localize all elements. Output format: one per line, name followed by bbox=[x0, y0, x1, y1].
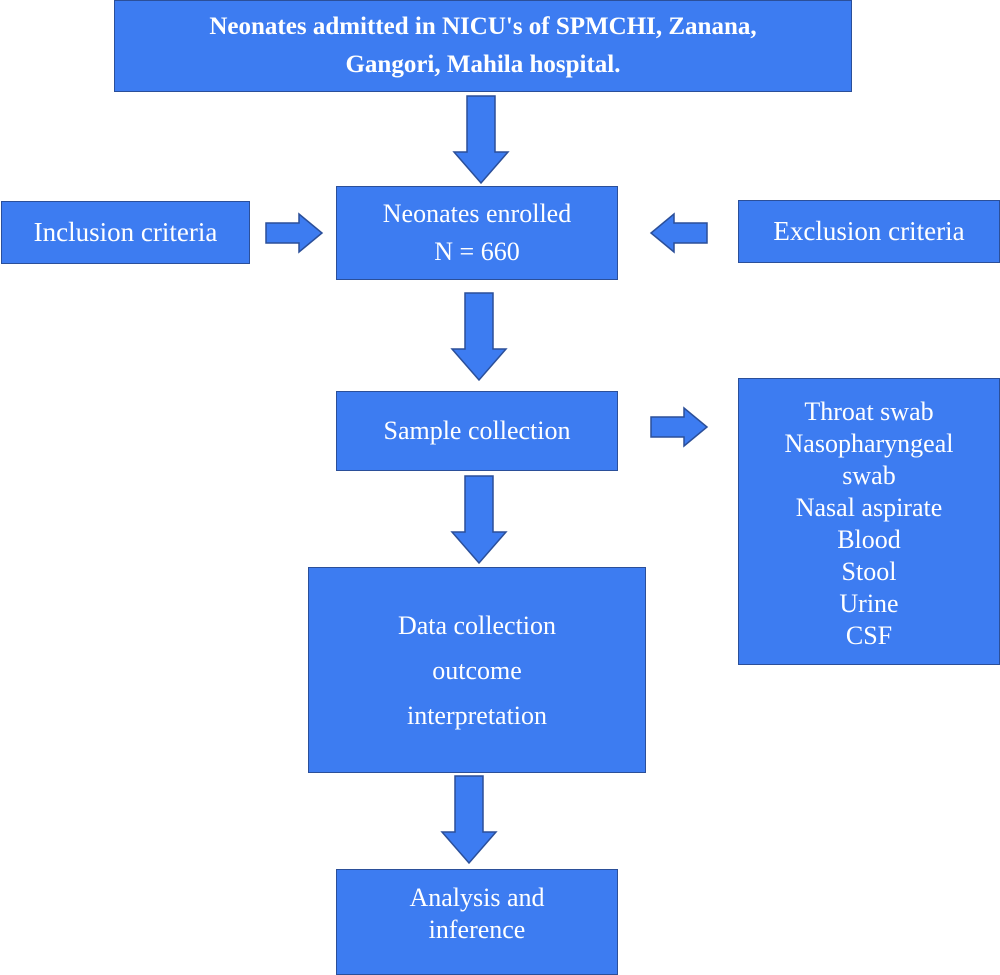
start-box: Neonates admitted in NICU's of SPMCHI, Z… bbox=[114, 0, 852, 92]
down-arrow-icon bbox=[450, 475, 508, 565]
start-line-1: Neonates admitted in NICU's of SPMCHI, Z… bbox=[209, 13, 757, 40]
start-line-2: Gangori, Mahila hospital. bbox=[345, 51, 621, 78]
inclusion-criteria-box: Inclusion criteria bbox=[1, 201, 250, 264]
down-arrow-icon bbox=[452, 95, 510, 185]
sample-type-item: swab bbox=[842, 461, 896, 490]
right-arrow-icon bbox=[650, 406, 709, 448]
enrolled-box: Neonates enrolled N = 660 bbox=[336, 186, 618, 280]
enrolled-label: Neonates enrolled bbox=[382, 199, 572, 228]
data-collection-line-2: outcome bbox=[432, 655, 522, 685]
sample-type-item: Nasal aspirate bbox=[795, 493, 943, 522]
data-collection-box: Data collection outcome interpretation bbox=[308, 567, 646, 773]
sample-type-item: Nasopharyngeal bbox=[784, 429, 954, 458]
down-arrow-icon bbox=[450, 292, 508, 382]
analysis-line-1: Analysis and bbox=[409, 883, 545, 912]
sample-collection-box: Sample collection bbox=[336, 391, 618, 471]
sample-type-item: Urine bbox=[839, 589, 899, 618]
inclusion-criteria-label: Inclusion criteria bbox=[33, 217, 218, 247]
analysis-box: Analysis and inference bbox=[336, 869, 618, 975]
exclusion-criteria-label: Exclusion criteria bbox=[773, 216, 965, 246]
sample-type-item: Throat swab bbox=[804, 397, 934, 426]
sample-collection-label: Sample collection bbox=[383, 416, 571, 445]
sample-type-item: CSF bbox=[845, 621, 893, 650]
right-arrow-icon bbox=[265, 212, 324, 254]
exclusion-criteria-box: Exclusion criteria bbox=[738, 200, 1000, 263]
sample-types-box: Throat swab Nasopharyngeal swab Nasal as… bbox=[738, 378, 1000, 665]
sample-type-item: Blood bbox=[837, 525, 901, 554]
left-arrow-icon bbox=[649, 212, 708, 254]
down-arrow-icon bbox=[440, 775, 498, 865]
enrolled-count: N = 660 bbox=[434, 237, 520, 266]
data-collection-line-3: interpretation bbox=[406, 700, 548, 730]
data-collection-line-1: Data collection bbox=[397, 610, 557, 640]
analysis-line-2: inference bbox=[428, 915, 526, 944]
sample-type-item: Stool bbox=[841, 557, 897, 586]
